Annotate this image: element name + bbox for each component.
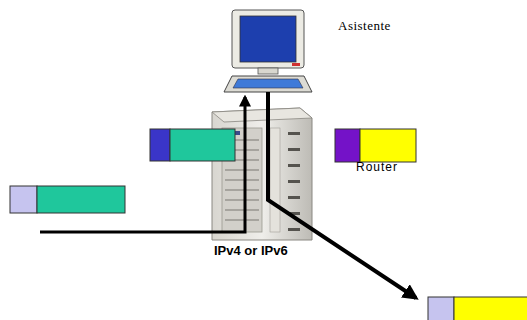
protocol-label: IPv4 or IPv6: [214, 243, 288, 258]
device-label: Router: [356, 160, 398, 174]
flow-arrow: [268, 92, 416, 298]
packet: [10, 186, 125, 213]
computer-icon: [224, 10, 312, 92]
device-label: Asistente: [338, 18, 391, 34]
packet: [335, 129, 416, 162]
packet: [150, 129, 235, 161]
packet: [428, 297, 527, 320]
flow-arrow: [40, 97, 245, 232]
